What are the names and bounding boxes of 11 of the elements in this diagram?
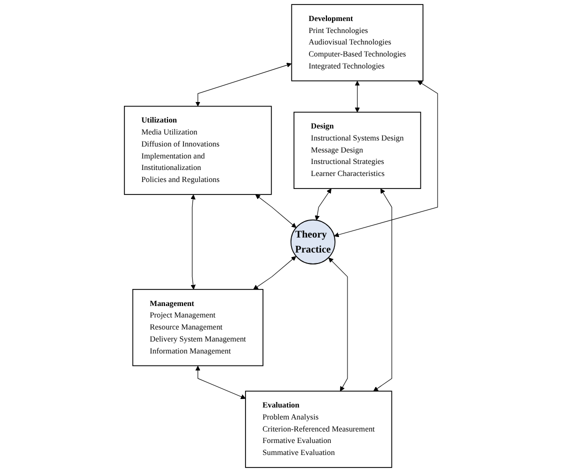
- arrow: [334, 80, 438, 238]
- arrow: [373, 188, 392, 392]
- arrow: [195, 366, 246, 400]
- arrow: [314, 188, 332, 220]
- arrow: [253, 256, 296, 290]
- arrow: [195, 62, 292, 106]
- arrow: [328, 258, 348, 392]
- arrow: [255, 194, 296, 228]
- arrow: [354, 80, 360, 112]
- node-circle: Theory Practice: [290, 219, 336, 264]
- arrow: [190, 194, 196, 290]
